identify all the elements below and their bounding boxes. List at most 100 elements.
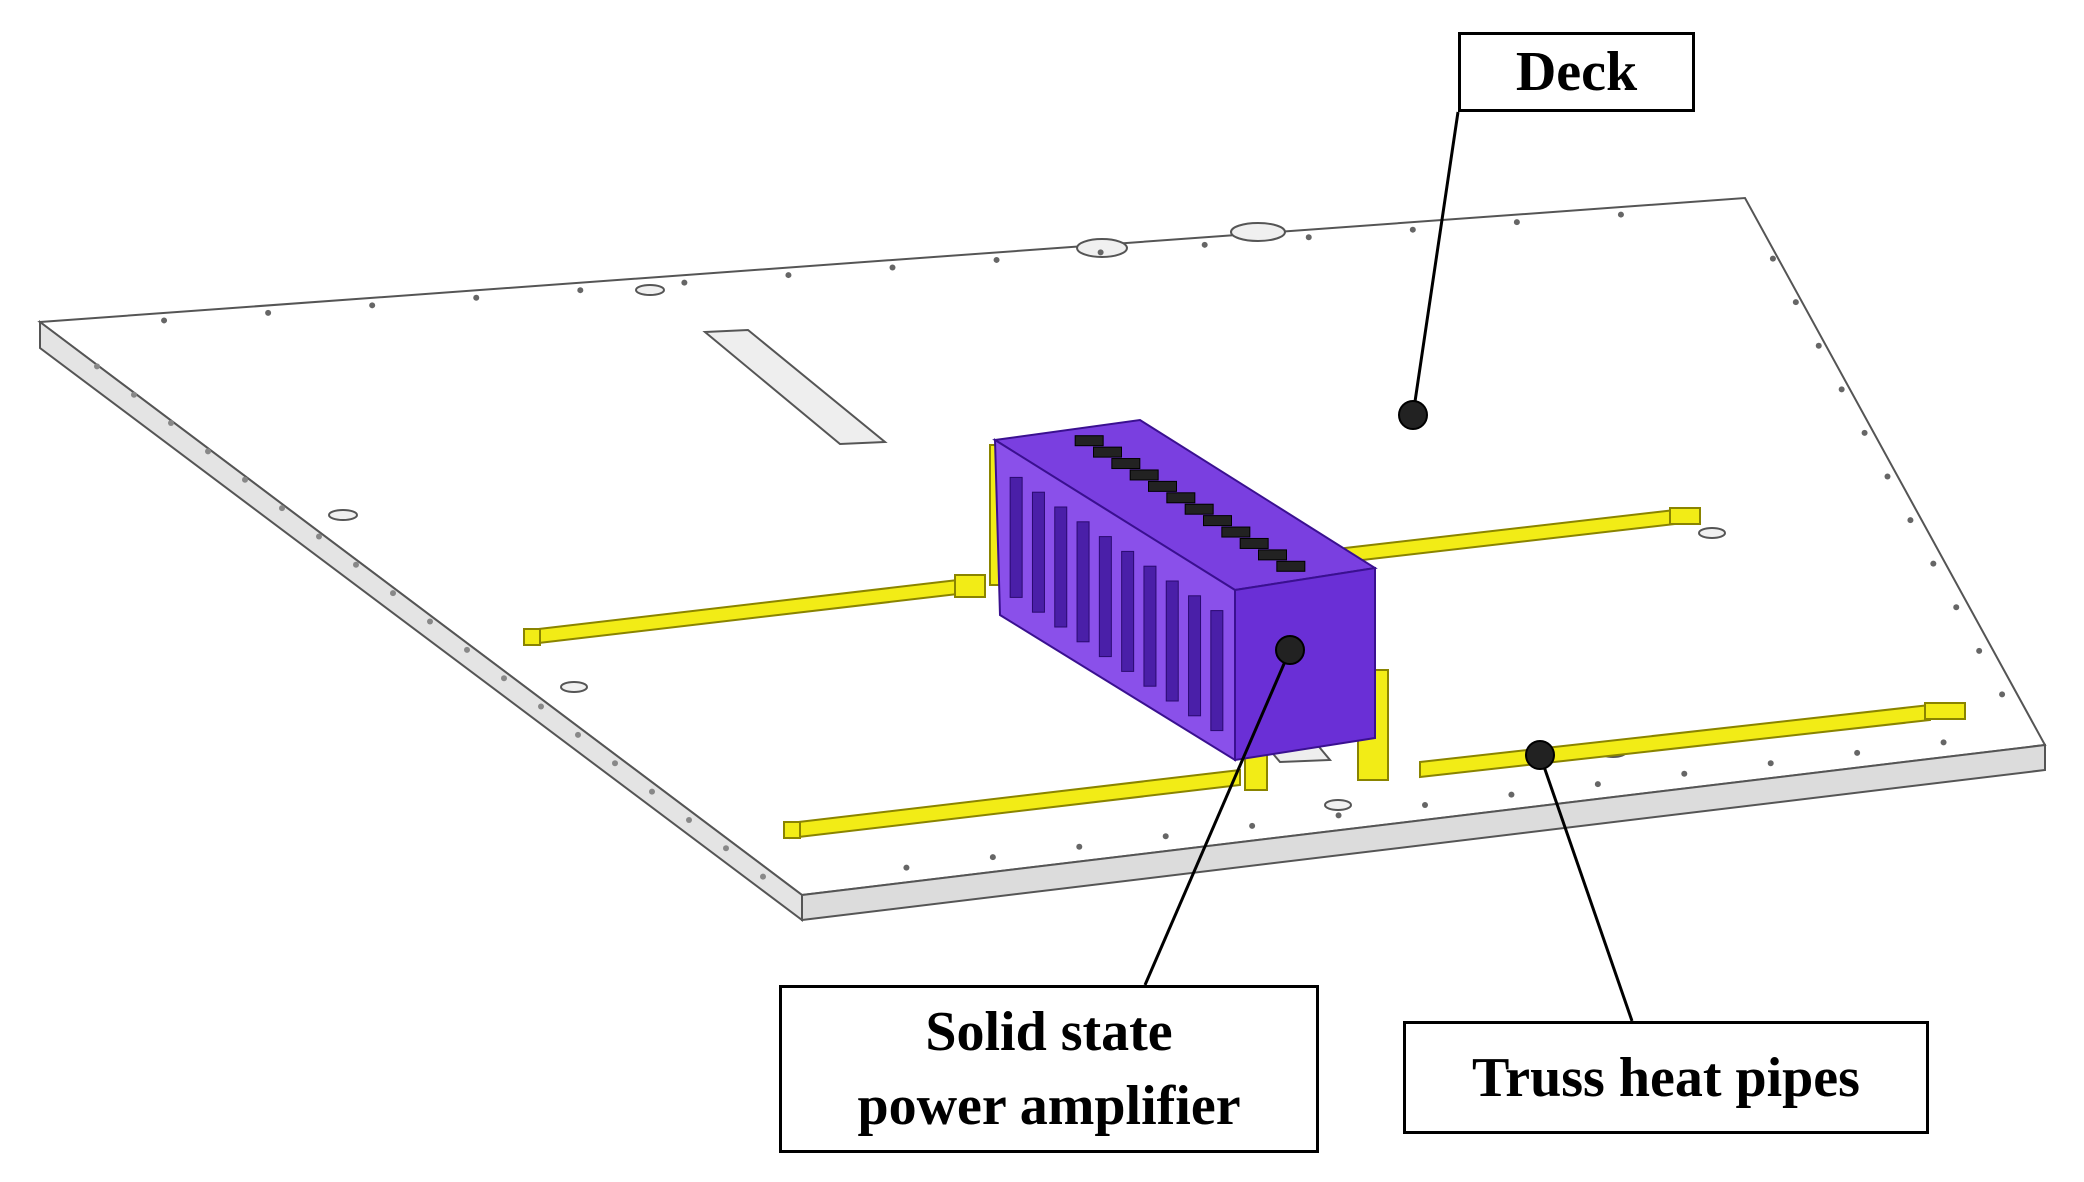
bolt-hole	[903, 864, 910, 871]
deck-leader	[1411, 111, 1460, 416]
bolt-hole	[1162, 833, 1169, 840]
deck-label: Deck	[1515, 41, 1638, 103]
amplifier-module	[1203, 515, 1232, 527]
bolt-hole	[538, 703, 544, 710]
amplifier-fin	[1098, 536, 1112, 658]
amplifier-fin	[1121, 550, 1135, 672]
bolt-hole	[993, 256, 1000, 263]
amplifier-module	[1166, 492, 1196, 504]
amplifier-module	[1074, 435, 1104, 447]
bolt-hole	[723, 845, 729, 852]
amplifier-module	[1258, 549, 1287, 561]
amplifier-label-line2: power amplifier	[857, 1075, 1241, 1137]
bolt-hole	[1838, 386, 1845, 393]
bolt-hole	[1409, 226, 1416, 233]
deck-hole	[328, 509, 358, 521]
bolt-hole	[473, 294, 480, 301]
amplifier-fin	[1009, 476, 1023, 598]
bolt-hole	[279, 505, 285, 512]
amplifier-fin	[1076, 521, 1090, 643]
solid-state-power-amplifier	[992, 418, 1378, 762]
bolt-hole	[681, 279, 688, 286]
leader-lines	[1143, 111, 1634, 1022]
bolt-hole	[760, 873, 766, 880]
bolt-hole	[427, 618, 433, 625]
amplifier-fins	[1009, 476, 1224, 732]
bolt-hole	[1305, 234, 1312, 241]
heat-pipes-label: Truss heat pipes	[1472, 1046, 1860, 1109]
amplifier-module	[1276, 560, 1306, 572]
bolt-hole	[464, 646, 470, 653]
heat-pipes-anchor-dot	[1525, 740, 1555, 770]
bolt-hole	[1513, 219, 1520, 226]
bolt-hole	[390, 590, 396, 597]
bolt-hole	[1815, 342, 1822, 349]
deck-hole	[1230, 222, 1286, 242]
bolt-hole	[1930, 560, 1937, 567]
bolt-hole	[1097, 249, 1104, 256]
bolt-hole	[649, 788, 655, 795]
amplifier-anchor-dot	[1275, 635, 1305, 665]
deck-hole	[560, 681, 588, 693]
bolt-hole	[353, 561, 359, 568]
bolt-hole	[316, 533, 322, 540]
amplifier-module	[1148, 480, 1177, 492]
bolt-hole	[1508, 791, 1515, 798]
deck-hole	[1698, 527, 1726, 539]
bolt-hole	[1335, 812, 1342, 819]
deck-front-side	[801, 743, 2046, 922]
amplifier-fin	[1210, 610, 1224, 732]
amplifier-module	[1239, 537, 1269, 549]
bolt-hole	[785, 272, 792, 279]
bolt-hole	[1681, 770, 1688, 777]
bolt-hole	[889, 264, 896, 271]
bolt-hole	[686, 816, 692, 823]
amplifier-fin	[1143, 565, 1157, 687]
heat-pipe-left-back	[523, 574, 986, 646]
bolt-hole	[612, 760, 618, 767]
deck-hole	[635, 284, 665, 296]
amplifier-top-modules	[1074, 435, 1306, 572]
bolt-hole	[1854, 749, 1861, 756]
amplifier-leader	[1143, 649, 1292, 986]
bolt-hole	[1940, 739, 1947, 746]
amplifier-label-line1: Solid state	[925, 1001, 1173, 1063]
bolt-hole	[1792, 299, 1799, 306]
bolt-hole	[131, 391, 137, 398]
amplifier-fin	[1165, 580, 1179, 702]
bolt-hole	[242, 476, 248, 483]
bolt-hole	[577, 287, 584, 294]
bolt-hole	[1999, 691, 2006, 698]
bolt-hole	[161, 317, 168, 324]
bolt-hole	[1076, 843, 1083, 850]
bolt-hole	[94, 363, 100, 370]
bolt-hole	[1976, 647, 1983, 654]
deck-anchor-dot	[1398, 400, 1428, 430]
bolt-hole	[1594, 781, 1601, 788]
amplifier-fin	[1188, 595, 1202, 717]
bolt-hole	[1422, 802, 1428, 808]
amplifier-module	[1129, 469, 1159, 481]
amplifier-fin	[1054, 506, 1068, 628]
bolt-hole	[168, 420, 174, 427]
bolt-hole	[1249, 822, 1256, 829]
bolt-hole	[1769, 255, 1776, 262]
heat-pipes-leader	[1538, 754, 1634, 1022]
deck-perimeter-holes	[94, 211, 2006, 880]
deck-label-box: Deck	[1458, 32, 1695, 112]
deck-slot	[702, 328, 888, 446]
bolt-hole	[265, 309, 272, 316]
deck-hole	[1324, 799, 1352, 811]
amplifier-module	[1093, 446, 1122, 458]
bolt-hole	[1953, 604, 1960, 611]
amplifier-module	[1221, 526, 1251, 538]
heat-pipes-label-box: Truss heat pipes	[1403, 1021, 1929, 1134]
amplifier-module	[1184, 503, 1214, 515]
deck-hole	[1076, 238, 1128, 258]
bolt-hole	[1907, 517, 1914, 524]
bolt-hole	[575, 731, 581, 738]
amplifier-label-box: Solid state power amplifier	[779, 985, 1319, 1153]
bolt-hole	[369, 302, 376, 309]
